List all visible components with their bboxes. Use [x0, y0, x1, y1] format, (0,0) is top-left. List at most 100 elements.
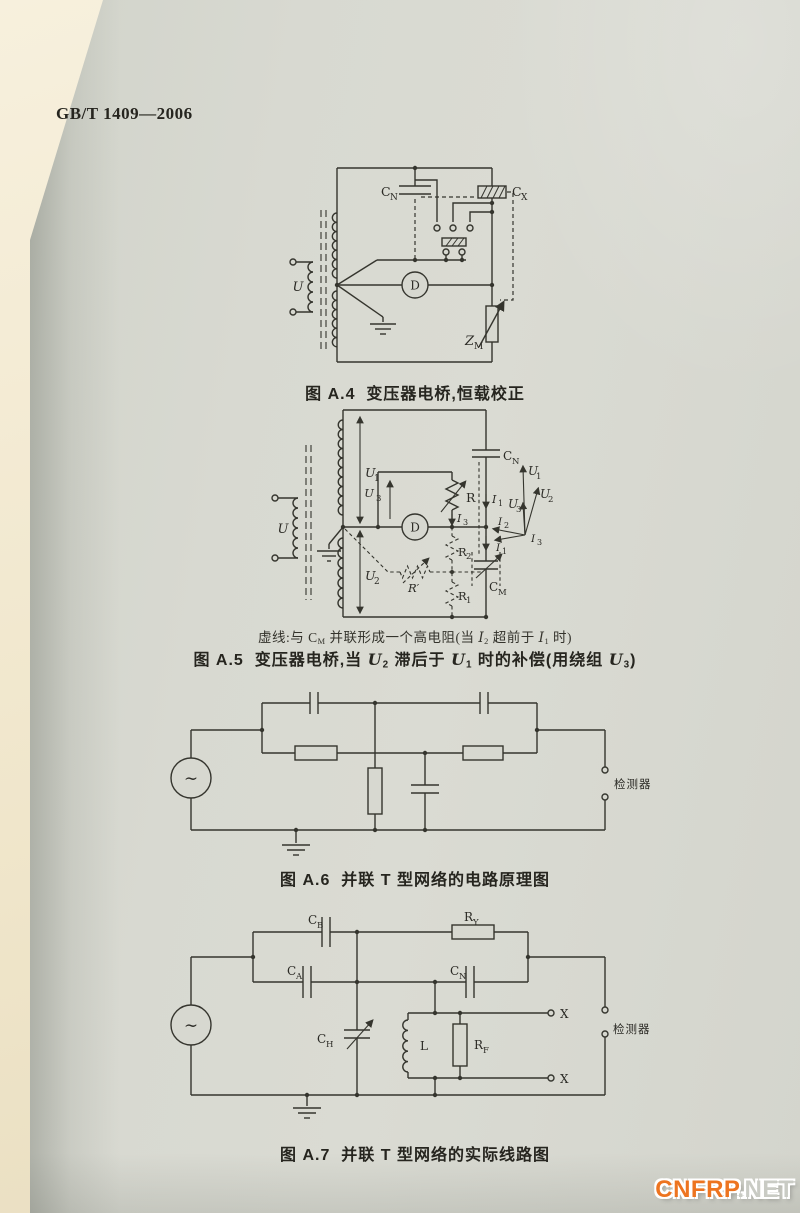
figure-a6-circuit-diagram: ∼ 检测器 [170, 692, 652, 856]
a4-label-d: D [410, 279, 420, 293]
a5-label-r2: R [458, 545, 467, 559]
scan-highlight [500, 0, 800, 400]
a7-label-rf: R [474, 1038, 484, 1052]
a5-label-i3: I [456, 512, 462, 525]
a7-label-x-top: X [560, 1007, 569, 1021]
a5-label-d: D [410, 521, 420, 535]
site-watermark: CNFRP.NET [655, 1176, 794, 1204]
svg-text:I: I [497, 516, 503, 528]
a4-label-cn-sub: N [390, 193, 398, 203]
figure-a4-circuit-diagram: D U C N C X Z M [289, 165, 528, 363]
a5-capacitor-cn [472, 410, 500, 527]
a4-label-u: U [293, 280, 305, 295]
a7-label-ca-sub: A [295, 972, 303, 982]
a4-winding-cx [477, 185, 507, 199]
a4-label-cx: C [512, 184, 522, 199]
a7-label-l: L [420, 1039, 428, 1053]
figure-a5-caption: 图 A.5 变压器电桥,当 U2 滞后于 U1 时的补偿(用绕组 U3) [193, 650, 637, 671]
a5-wiring [271, 409, 541, 620]
figure-a5-circuit-diagram: D U U 1 U 2 U 3 R I 3 I 1 C N C M R 2 R … [271, 409, 553, 620]
a4-transformer [289, 210, 338, 352]
a5-u3-loop [377, 471, 467, 527]
svg-text:U: U [528, 464, 539, 478]
a4-label-zm: Z [464, 334, 475, 349]
a4-detector-circle [401, 271, 429, 299]
a5-label-u3-sub: 3 [376, 494, 381, 504]
a6-ground-symbol [282, 830, 310, 856]
a5-label-cm: C [489, 580, 498, 594]
a7-label-cb-sub: B [317, 921, 323, 931]
figure-a5-note: 虚线:与 CM 并联形成一个高电阻(当 I2 超前于 I1 时) [257, 630, 573, 647]
a6-wiring [170, 692, 609, 856]
a5-detector-circle [401, 513, 429, 541]
figure-a7-caption: 图 A.7 并联 T 型网络的实际线路图 [280, 1147, 550, 1164]
a7-label-ry: R [464, 910, 474, 924]
a5-label-u1: U [365, 465, 376, 480]
a4-wiring [289, 165, 514, 363]
svg-text:U: U [508, 497, 519, 511]
a5-label-i1-sub: 1 [498, 499, 503, 508]
svg-text:1: 1 [536, 472, 541, 482]
a5-label-r-prime: R′ [407, 581, 420, 595]
a7-label-ch-sub: H [326, 1040, 333, 1050]
a7-label-ca: C [287, 964, 296, 978]
svg-text:2: 2 [504, 521, 509, 530]
a7-label-cb: C [308, 913, 317, 927]
figure-a6-caption: 图 A.6 并联 T 型网络的电路原理图 [280, 872, 550, 889]
a4-impedance-zm [478, 300, 505, 348]
watermark-brand: CNFRP [655, 1176, 738, 1203]
a5-transformer [271, 419, 344, 609]
a5-label-cm-sub: M [498, 588, 507, 598]
svg-text:2: 2 [548, 495, 553, 505]
a7-ground-symbol [293, 1095, 321, 1119]
a6-tilde-symbol: ∼ [184, 769, 198, 789]
a5-label-u: U [278, 522, 290, 537]
a5-label-cn: C [503, 449, 512, 463]
a5-label-i1: I [491, 493, 497, 506]
a7-label-x-bottom: X [560, 1072, 569, 1086]
a5-vector-diagram [491, 464, 541, 543]
svg-text:I: I [530, 533, 536, 545]
a5-capacitor-cm [474, 527, 503, 617]
a5-junction-dots [340, 524, 489, 620]
a5-label-i3-sub: 3 [463, 518, 468, 527]
a5-label-u2: U [365, 568, 376, 583]
a4-switch [415, 179, 492, 260]
watermark-tld: .NET [737, 1176, 794, 1203]
a5-dashed-network [344, 462, 501, 617]
a5-label-r1: R [458, 589, 467, 603]
svg-text:3: 3 [516, 505, 521, 515]
a5-label-u3: U [364, 486, 374, 500]
a7-capacitor-ch [344, 932, 374, 1095]
a7-label-cn: C [450, 964, 459, 978]
a4-label-cn: C [381, 184, 391, 199]
a7-detector-label: 检测器 [613, 1022, 651, 1036]
a4-dashed-links [414, 191, 514, 301]
a4-junction-dots [334, 165, 495, 288]
a7-wiring [170, 917, 609, 1119]
standard-number-header: GB/T 1409—2006 [56, 104, 193, 123]
a7-junction-dots [250, 929, 531, 1098]
figure-a7-circuit-diagram: ∼ 检测器 C B R Y C A C N C H L R F X X [170, 910, 651, 1119]
a7-label-ch: C [317, 1032, 326, 1046]
a5-label-u1-sub: 1 [374, 474, 380, 484]
a7-label-cn-sub: N [459, 972, 467, 982]
a7-ac-source [170, 1004, 212, 1046]
a4-label-zm-sub: M [474, 342, 483, 352]
a5-vector-labels: U 1 U 2 U 3 I 2 I 1 I 3 [495, 464, 553, 556]
a7-tilde-symbol: ∼ [184, 1016, 198, 1036]
binding-shadow [30, 0, 120, 1213]
a6-ac-source [170, 757, 212, 799]
a4-capacitor-cn [399, 168, 431, 195]
a5-ground-symbol [317, 526, 344, 562]
a4-label-cx-sub: X [521, 193, 528, 203]
svg-text:3: 3 [537, 538, 542, 547]
a7-label-ry-sub: Y [472, 918, 479, 928]
a6-detector-label: 检测器 [614, 777, 652, 791]
figure-a4-caption: 图 A.4 变压器电桥,恒载校正 [305, 386, 525, 403]
a7-label-rf-sub: F [483, 1046, 489, 1056]
a5-label-r2-sub: 2 [466, 552, 471, 562]
a5-label-u2-sub: 2 [374, 577, 380, 587]
a4-ground-symbol [370, 317, 396, 335]
